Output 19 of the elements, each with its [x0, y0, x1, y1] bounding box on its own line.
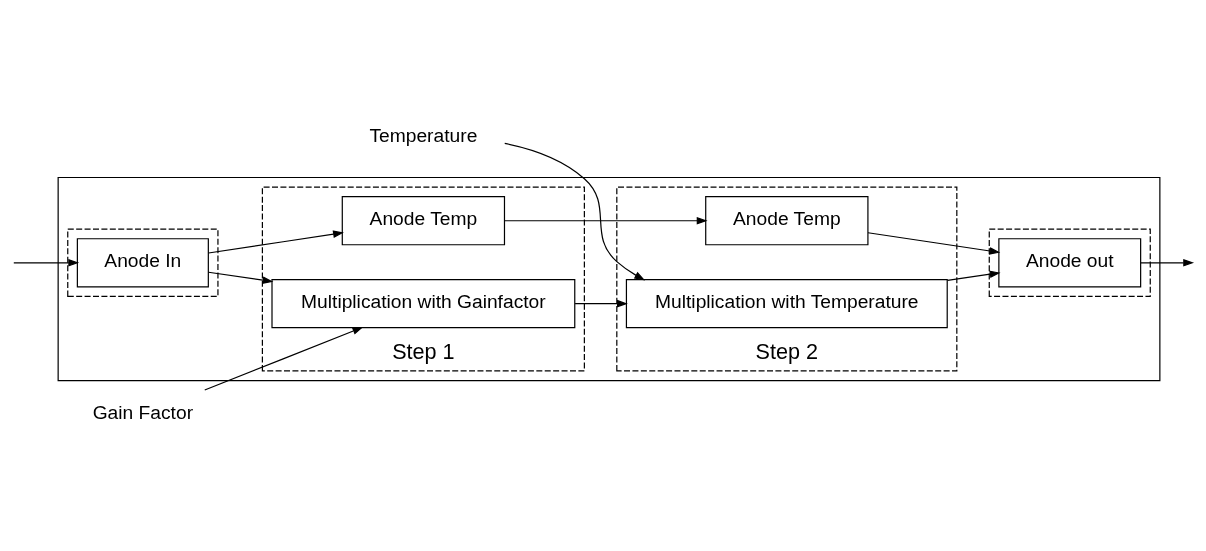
- arrow: [1140, 258, 1195, 267]
- arrow: [207, 271, 274, 284]
- node-box: Anode Temp: [341, 195, 506, 245]
- cluster: [57, 176, 1161, 381]
- arrow: [504, 142, 646, 280]
- arrow: [867, 231, 1001, 255]
- node-box: Anode Temp: [705, 195, 869, 245]
- node-text: Temperature: [369, 124, 478, 146]
- node-text: Gain Factor: [92, 401, 194, 423]
- node-box: Anode In: [76, 237, 209, 287]
- arrow: [574, 299, 628, 307]
- arrow: [207, 229, 344, 254]
- node-box: Multiplication with Temperature: [625, 278, 948, 328]
- arrow: [204, 326, 364, 391]
- arrow: [13, 258, 80, 267]
- arrow: [946, 270, 1001, 281]
- node-box: Anode out: [998, 237, 1142, 287]
- node-box: Multiplication with Gainfactor: [271, 278, 576, 328]
- arrow: [504, 216, 708, 225]
